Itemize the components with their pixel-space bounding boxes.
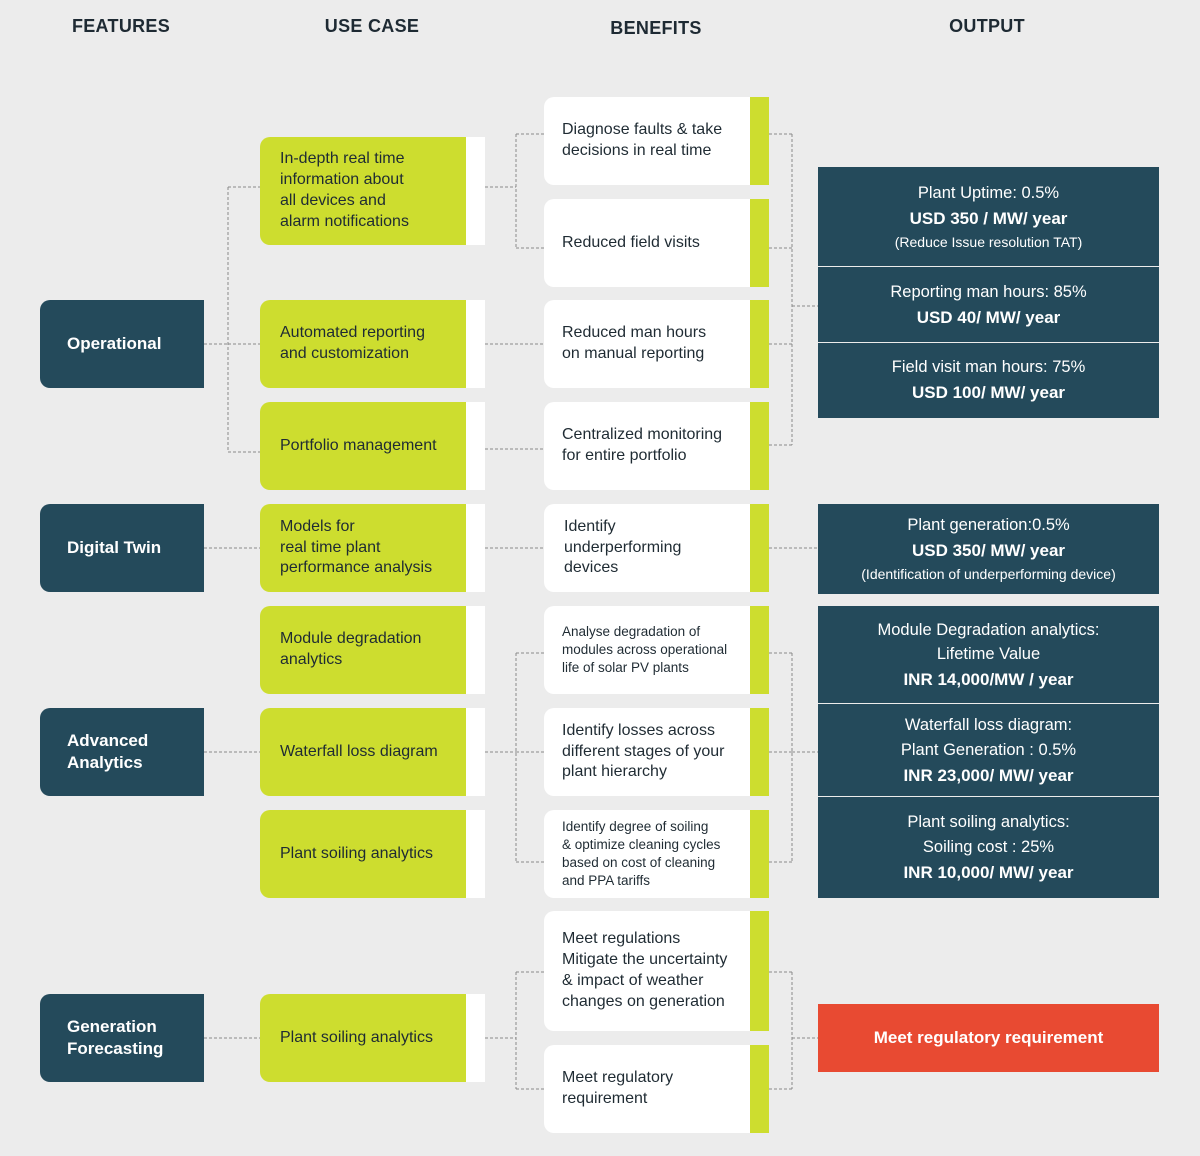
output-plant-uptime-line1: Plant Uptime: 0.5% xyxy=(917,184,1060,203)
benefit-meet-regulations: Meet regulations Mitigate the uncertaint… xyxy=(544,911,769,1031)
output-plant-generation-line1: Plant generation:0.5% xyxy=(907,516,1070,535)
output-soiling-value: INR 10,000/ MW/ year xyxy=(903,862,1074,882)
benefit-identify-soiling: Identify degree of soiling & optimize cl… xyxy=(544,810,769,898)
output-plant-generation-note: (Identification of underperforming devic… xyxy=(861,565,1116,582)
use-case-realtime-info: In-depth real time information about all… xyxy=(260,137,485,245)
benefit-identify-underperforming: Identify underperforming devices xyxy=(544,504,769,592)
output-plant-generation-value: USD 350/ MW/ year xyxy=(911,541,1066,561)
output-soiling-line1: Plant soiling analytics: xyxy=(907,813,1070,831)
benefit-analyse-degradation: Analyse degradation of modules across op… xyxy=(544,606,769,694)
output-divider xyxy=(818,796,1159,797)
output-meet-regulatory-requirement: Meet regulatory requirement xyxy=(818,1004,1159,1072)
output-module-degradation-line1: Module Degradation analytics: xyxy=(877,620,1100,639)
output-plant-generation: Plant generation:0.5% USD 350/ MW/ year … xyxy=(818,504,1159,594)
feature-advanced-analytics: Advanced Analytics xyxy=(40,708,204,796)
header-use-case: USE CASE xyxy=(324,16,420,36)
use-case-module-degradation: Module degradation analytics xyxy=(260,606,485,694)
output-waterfall-line2: Plant Generation : 0.5% xyxy=(900,740,1077,759)
output-field-visit-man-hours: Field visit man hours: 75% USD 100/ MW/ … xyxy=(818,343,1159,418)
output-plant-soiling: Plant soiling analytics: Soiling cost : … xyxy=(818,797,1159,898)
header-features: FEATURES xyxy=(71,16,171,36)
use-case-models: Models for real time plant performance a… xyxy=(260,504,485,592)
feature-generation-forecasting: Generation Forecasting xyxy=(40,994,204,1082)
output-module-degradation: Module Degradation analytics: Lifetime V… xyxy=(818,606,1159,704)
use-case-portfolio-management: Portfolio management xyxy=(260,402,485,490)
header-output: OUTPUT xyxy=(949,16,1025,36)
output-module-degradation-value: INR 14,000/MW / year xyxy=(903,670,1074,689)
benefit-reduced-man-hours: Reduced man hours on manual reporting xyxy=(544,300,769,388)
use-case-waterfall-loss: Waterfall loss diagram xyxy=(260,708,485,796)
output-reporting-value: USD 40/ MW/ year xyxy=(916,307,1061,327)
output-waterfall-value: INR 23,000/ MW/ year xyxy=(903,765,1074,785)
output-reporting-man-hours: Reporting man hours: 85% USD 40/ MW/ yea… xyxy=(818,267,1159,343)
output-reporting-line1: Reporting man hours: 85% xyxy=(890,282,1087,301)
benefit-centralized-monitoring: Centralized monitoring for entire portfo… xyxy=(544,402,769,490)
use-case-forecasting: Plant soiling analytics xyxy=(260,994,485,1082)
benefit-reduced-field-visits: Reduced field visits xyxy=(544,199,769,287)
output-field-visit-value: USD 100/ MW/ year xyxy=(911,383,1066,403)
output-waterfall-line1: Waterfall loss diagram: xyxy=(904,716,1073,734)
output-divider xyxy=(818,703,1159,704)
output-divider xyxy=(818,266,1159,267)
feature-digital-twin: Digital Twin xyxy=(40,504,204,592)
output-field-visit-line1: Field visit man hours: 75% xyxy=(891,358,1086,377)
output-module-degradation-line2: Lifetime Value xyxy=(936,645,1041,664)
output-plant-uptime: Plant Uptime: 0.5% USD 350 / MW/ year (R… xyxy=(818,167,1159,267)
output-plant-uptime-value: USD 350 / MW/ year xyxy=(909,209,1068,229)
feature-operational: Operational xyxy=(40,300,204,388)
output-soiling-line2: Soiling cost : 25% xyxy=(922,837,1055,856)
output-divider xyxy=(818,342,1159,343)
use-case-automated-reporting: Automated reporting and customization xyxy=(260,300,485,388)
output-plant-uptime-note: (Reduce Issue resolution TAT) xyxy=(894,233,1083,250)
benefit-meet-regulatory-requirement: Meet regulatory requirement xyxy=(544,1045,769,1133)
output-waterfall-loss: Waterfall loss diagram: Plant Generation… xyxy=(818,704,1159,797)
benefit-identify-losses: Identify losses across different stages … xyxy=(544,708,769,796)
use-case-plant-soiling: Plant soiling analytics xyxy=(260,810,485,898)
header-benefits: BENEFITS xyxy=(610,18,702,38)
benefit-diagnose-faults: Diagnose faults & take decisions in real… xyxy=(544,97,769,185)
